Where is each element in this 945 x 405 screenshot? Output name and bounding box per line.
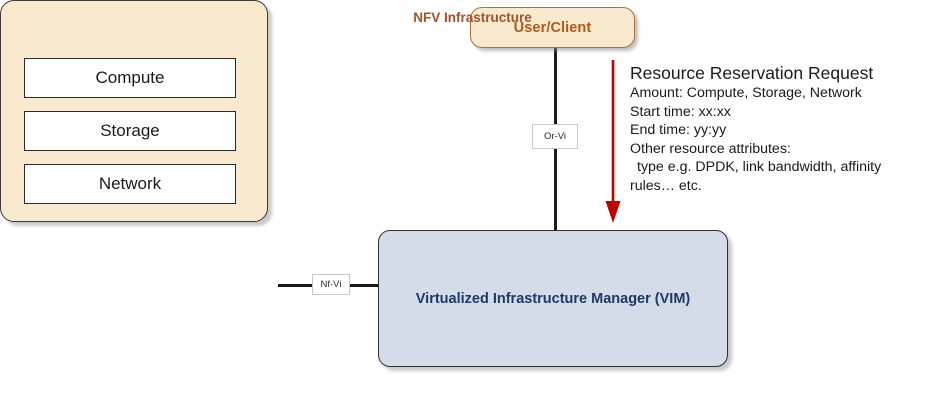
node-vim[interactable]: Virtualized Infrastructure Manager (VIM) <box>378 230 728 367</box>
user-client-label: User/Client <box>513 19 592 36</box>
resource-label-storage: Storage <box>100 121 160 140</box>
resource-box-storage[interactable]: Storage <box>24 111 236 151</box>
node-nfv-infrastructure[interactable]: NFV Infrastructure Compute Storage Netwo… <box>0 0 532 222</box>
annotation-line-attribute-examples: type e.g. DPDK, link bandwidth, affinity <box>637 159 882 176</box>
resource-box-network[interactable]: Network <box>24 164 236 204</box>
annotation-title: Resource Reservation Request <box>630 63 874 83</box>
annotation-line-start-time: Start time: xx:xx <box>630 103 731 120</box>
interface-label-nf-vi: Nf-Vi <box>312 274 350 295</box>
resource-label-network: Network <box>98 174 162 193</box>
annotation-line-end-time: End time: yy:yy <box>630 122 727 139</box>
annotation-line-rules-etc: rules… etc. <box>630 177 702 194</box>
annotation-resource-reservation-request: Resource Reservation Request Amount: Com… <box>630 63 942 196</box>
vim-label: Virtualized Infrastructure Manager (VIM) <box>415 290 691 307</box>
resource-reservation-request-arrow-icon <box>605 60 621 223</box>
resource-label-compute: Compute <box>95 68 165 87</box>
interface-label-or-vi: Or-Vi <box>532 124 578 149</box>
annotation-line-other-attributes: Other resource attributes: <box>630 140 791 157</box>
or-vi-text: Or-Vi <box>544 131 566 142</box>
nfv-infrastructure-title: NFV Infrastructure <box>413 10 532 25</box>
annotation-line-amount: Amount: Compute, Storage, Network <box>630 85 862 101</box>
resource-box-compute[interactable]: Compute <box>24 58 236 98</box>
nf-vi-text: Nf-Vi <box>320 279 342 290</box>
node-user-client[interactable]: User/Client <box>470 7 635 48</box>
